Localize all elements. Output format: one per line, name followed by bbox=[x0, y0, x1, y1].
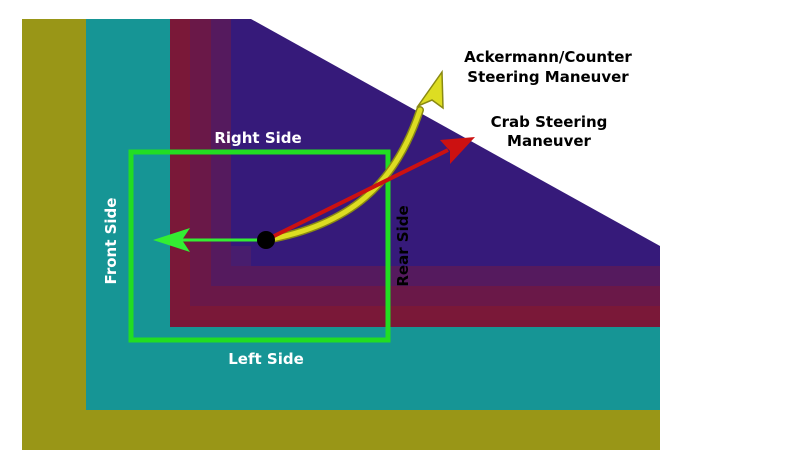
crab-label-line1: Crab Steering bbox=[491, 113, 608, 131]
indigo-band-inner bbox=[231, 19, 251, 246]
right-side-label: Right Side bbox=[214, 129, 301, 147]
vehicle-dot-icon bbox=[257, 231, 275, 249]
indigo-band-lower bbox=[251, 246, 660, 266]
ackermann-label-line1: Ackermann/Counter bbox=[464, 48, 632, 66]
rear-side-label: Rear Side bbox=[394, 205, 412, 286]
red-crab-arrow-icon bbox=[265, 137, 475, 242]
indigo-band bbox=[251, 19, 660, 246]
crab-label-line2: Maneuver bbox=[507, 132, 592, 150]
green-forward-arrow-icon bbox=[153, 228, 266, 252]
ackermann-label-line2: Steering Maneuver bbox=[467, 68, 629, 86]
olive-band bbox=[22, 19, 660, 450]
front-side-label: Front Side bbox=[102, 198, 120, 285]
vehicle-footprint-box bbox=[128, 149, 391, 343]
left-side-label: Left Side bbox=[228, 350, 304, 368]
yellow-curved-arrow-icon bbox=[262, 69, 444, 244]
teal-band bbox=[86, 19, 660, 410]
